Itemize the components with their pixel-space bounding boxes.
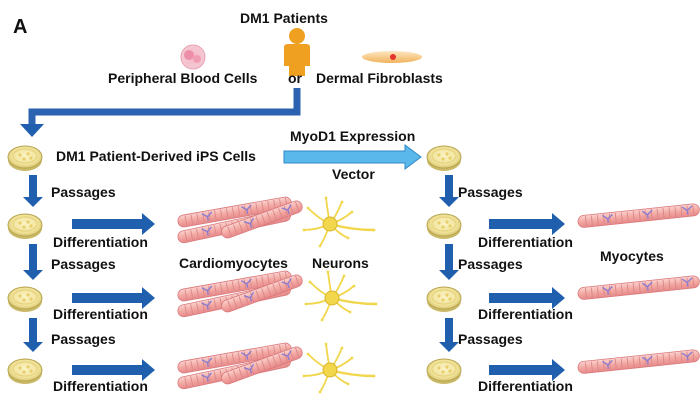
blood-cell-icon [180,44,206,70]
petri-dish-icon [426,286,462,312]
differentiation-arrow [72,359,155,381]
passages-label: Passages [51,256,116,272]
passage-arrow [23,318,43,352]
muscle-fiber-icon [221,200,303,239]
source-to-ips-arrow [20,88,301,137]
petri-dish-icon [7,286,43,312]
petri-dish-icon [426,213,462,239]
neuron-icon [302,196,376,248]
petri-dish-icon [426,358,462,384]
passages-label: Passages [458,184,523,200]
or-label: or [288,70,302,86]
muscle-fiber-icon [577,203,700,228]
fibroblasts-label: Dermal Fibroblasts [316,70,443,86]
differentiation-arrow [489,287,565,309]
muscle-fiber-icon [221,346,303,385]
differentiation-label: Differentiation [478,234,573,250]
petri-dish-icon [7,145,43,171]
muscle-fiber-icon [221,274,303,313]
passage-arrow [439,175,459,207]
differentiation-arrow [72,213,155,235]
panel-label: A [13,16,28,38]
passages-label: Passages [458,256,523,272]
blood-cells-label: Peripheral Blood Cells [108,70,258,86]
differentiation-label: Differentiation [478,306,573,322]
passage-arrow [439,244,459,280]
neuron-icon [304,270,378,322]
passage-arrow [439,318,459,352]
muscle-fiber-icon [177,342,292,374]
differentiation-arrow [489,213,565,235]
muscle-fiber-icon [177,270,292,302]
muscle-fiber-icon [577,349,700,374]
passage-arrow [23,175,43,207]
passages-label: Passages [51,184,116,200]
differentiation-label: Differentiation [53,306,148,322]
muscle-fiber-icon [577,275,700,300]
differentiation-label: Differentiation [53,234,148,250]
neuron-icon [302,342,376,394]
patients-label: DM1 Patients [240,10,328,26]
person-icon [284,28,310,76]
cardiomyocytes-label: Cardiomyocytes [179,255,288,271]
fibroblast-icon [362,51,422,63]
passages-label: Passages [458,331,523,347]
vector-arrow [283,144,422,170]
petri-dish-icon [426,145,462,171]
differentiation-arrow [489,359,565,381]
differentiation-arrow [72,287,155,309]
passage-arrow [23,244,43,280]
differentiation-label: Differentiation [478,378,573,394]
petri-dish-icon [7,213,43,239]
neurons-label: Neurons [312,255,369,271]
myocytes-label: Myocytes [600,248,664,264]
differentiation-label: Differentiation [53,378,148,394]
petri-dish-icon [7,358,43,384]
ips-cells-label: DM1 Patient-Derived iPS Cells [56,148,256,164]
vector-label-line2: Vector [332,166,375,182]
passages-label: Passages [51,331,116,347]
vector-label-line1: MyoD1 Expression [290,128,416,144]
